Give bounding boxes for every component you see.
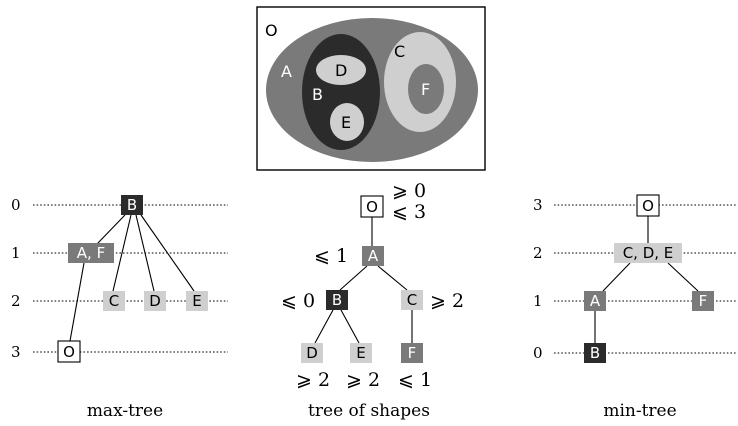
min-node-cde	[614, 243, 682, 263]
min-level-label-2: 2	[533, 244, 543, 262]
shape-node-d-label: D	[306, 344, 318, 362]
edge-af-o	[69, 262, 85, 342]
edge-a-b	[339, 265, 368, 291]
level-label-3: 3	[11, 343, 21, 361]
edge-b-e	[340, 309, 360, 344]
min-level-label-3: 3	[533, 196, 543, 214]
shape-node-d	[301, 343, 323, 363]
region-e-label: E	[341, 113, 351, 132]
node-o-label: O	[63, 343, 75, 361]
shape-node-a	[362, 246, 384, 266]
shape-node-e	[350, 343, 372, 363]
edge-a-c	[377, 265, 408, 291]
edge-b-af	[96, 214, 126, 245]
node-b-label: B	[127, 196, 137, 214]
shape-node-f-label: F	[408, 344, 417, 362]
tree-of-shapes-caption: tree of shapes	[308, 401, 430, 421]
level-label-2: 2	[11, 292, 21, 310]
min-node-o-label: O	[642, 197, 654, 215]
annotation-e: ⩾ 2	[346, 369, 380, 391]
min-level-label-0: 0	[533, 344, 543, 362]
shape-node-e-label: E	[356, 344, 365, 362]
node-c-label: C	[109, 292, 119, 310]
shape-node-a-label: A	[368, 247, 379, 265]
min-level-label-1: 1	[533, 292, 543, 310]
edge-b-c	[112, 214, 132, 292]
node-af	[68, 243, 114, 263]
node-e-label: E	[192, 292, 201, 310]
shape-node-b-label: B	[332, 291, 342, 309]
tree-of-shapes: O A B C D E F ⩾ 0 ⩽ 3 ⩽ 1 ⩽ 0 ⩾ 2 ⩾ 2 ⩾ …	[281, 180, 464, 421]
edge-cde-f	[667, 262, 699, 292]
edge-b-d	[314, 309, 334, 344]
min-node-a-label: A	[590, 292, 601, 310]
min-node-cde-label: C, D, E	[623, 244, 674, 262]
level-label-1: 1	[11, 244, 21, 262]
annotation-b: ⩽ 0	[281, 290, 315, 312]
region-o-label: O	[265, 21, 278, 40]
synthetic-image: O A B C D E F	[256, 6, 486, 171]
edge-b-e	[140, 214, 195, 292]
shape-node-c-label: C	[407, 291, 417, 309]
min-node-o	[636, 194, 660, 217]
min-node-a	[584, 291, 606, 311]
annotation-a: ⩽ 1	[314, 245, 348, 267]
node-c	[103, 291, 125, 311]
annotation-d: ⩾ 2	[296, 369, 330, 391]
max-tree: 0 1 2 3 B A, F C D E O max-tree	[11, 195, 228, 421]
node-af-label: A, F	[77, 244, 105, 262]
shape-node-b	[326, 290, 348, 310]
shape-node-o-label: O	[366, 198, 378, 216]
min-tree-caption: min-tree	[603, 401, 676, 421]
edge-cde-a	[602, 262, 631, 292]
region-d-label: D	[335, 61, 347, 80]
node-d-label: D	[149, 292, 161, 310]
node-d	[144, 291, 166, 311]
node-e	[186, 291, 208, 311]
level-label-0: 0	[11, 196, 21, 214]
region-c-label: C	[394, 42, 405, 61]
region-e-ellipse	[330, 103, 364, 141]
region-a-label: A	[281, 62, 292, 81]
min-node-b	[584, 343, 606, 363]
annotation-o-le: ⩽ 3	[392, 201, 426, 223]
shape-node-o	[360, 195, 384, 218]
region-f-ellipse	[408, 64, 444, 114]
region-f-label: F	[421, 80, 430, 99]
node-b	[121, 195, 143, 215]
annotation-c: ⩾ 2	[430, 290, 464, 312]
min-node-f-label: F	[699, 292, 708, 310]
max-tree-caption: max-tree	[87, 401, 163, 421]
region-d-ellipse	[316, 55, 366, 85]
shape-node-c	[401, 290, 423, 310]
min-node-b-label: B	[590, 344, 600, 362]
annotation-o-ge: ⩾ 0	[392, 180, 426, 202]
shape-node-f	[401, 343, 423, 363]
min-node-f	[692, 291, 714, 311]
annotation-f: ⩽ 1	[398, 369, 432, 391]
edge-b-d	[135, 214, 155, 292]
node-o	[57, 340, 81, 363]
region-b-label: B	[312, 85, 323, 104]
min-tree: 3 2 1 0 O C, D, E A F B min-tree	[533, 194, 736, 421]
